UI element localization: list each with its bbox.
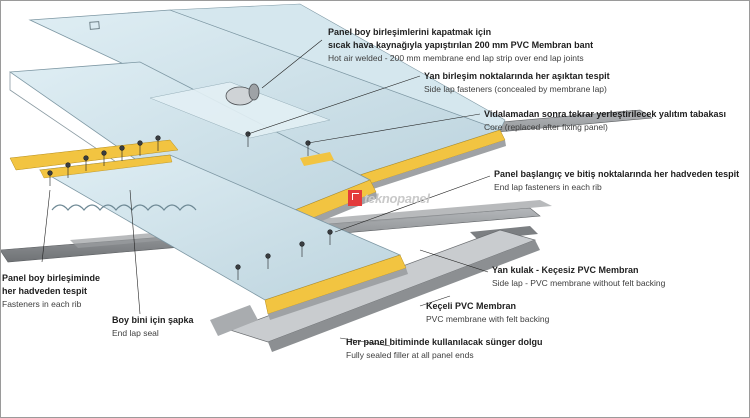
callout-tr: Panel boy birleşiminde xyxy=(2,273,101,283)
callout-en: PVC membrane with felt backing xyxy=(426,314,550,324)
callout-en: Fully sealed filler at all panel ends xyxy=(346,350,474,360)
callout-tr: Keçeli PVC Membran xyxy=(426,301,517,311)
eave-profile xyxy=(210,229,540,352)
logo-text: teknopanel xyxy=(364,190,430,206)
callout-tr: sıcak hava kaynağıyla yapıştırılan 200 m… xyxy=(328,40,594,50)
callout-tr: her hadveden tespit xyxy=(2,286,88,296)
brand-logo: teknopanel xyxy=(348,190,430,206)
callout-en: Core (replaced after fixing panel) xyxy=(484,122,608,132)
callout-tr: Boy bini için şapka xyxy=(112,315,194,325)
callout-filler: Her panel bitiminde kullanılacak sünger … xyxy=(346,336,543,362)
panel-upper xyxy=(28,3,506,192)
callout-tr: Yan birleşim noktalarında her aşıktan te… xyxy=(424,71,610,81)
callout-tr: Yan kulak - Keçesiz PVC Membran xyxy=(492,265,639,275)
callout-en: Hot air welded - 200 mm membrane end lap… xyxy=(328,53,584,63)
leader-lines xyxy=(41,39,491,347)
callout-end-lap-fasteners-left: Panel boy birleşiminde her hadveden tesp… xyxy=(2,272,100,311)
callout-side-lap-pvc: Yan kulak - Keçesiz PVC Membran Side lap… xyxy=(492,264,665,290)
callout-en: End lap seal xyxy=(112,328,159,338)
callout-core: Vidalamadan sonra tekrar yerleştirilecek… xyxy=(484,108,726,134)
callout-tr: Panel başlangıç ve bitiş noktalarında he… xyxy=(494,169,740,179)
callout-end-lap-fasteners-right: Panel başlangıç ve bitiş noktalarında he… xyxy=(494,168,739,194)
callout-end-lap-seal: Boy bini için şapka End lap seal xyxy=(112,314,194,340)
core-pieces xyxy=(9,139,334,171)
callout-tr: Panel boy birleşimlerini kapatmak için xyxy=(328,27,492,37)
callout-tr: Her panel bitiminde kullanılacak sünger … xyxy=(346,337,543,347)
callout-felt-pvc: Keçeli PVC Membran PVC membrane with fel… xyxy=(426,300,549,326)
logo-icon xyxy=(348,190,362,206)
membrane-strip-roll xyxy=(149,81,331,139)
callout-tr: Vidalamadan sonra tekrar yerleştirilecek… xyxy=(484,109,726,119)
callout-en: Side lap fasteners (concealed by membran… xyxy=(424,84,607,94)
callout-en: End lap fasteners in each rib xyxy=(494,182,602,192)
callout-side-lap-fasteners: Yan birleşim noktalarında her aşıktan te… xyxy=(424,70,610,96)
callout-en: Side lap - PVC membrane without felt bac… xyxy=(492,278,666,288)
callout-membrane-strip: Panel boy birleşimlerini kapatmak için s… xyxy=(328,26,593,65)
callout-en: Fasteners in each rib xyxy=(2,299,82,309)
